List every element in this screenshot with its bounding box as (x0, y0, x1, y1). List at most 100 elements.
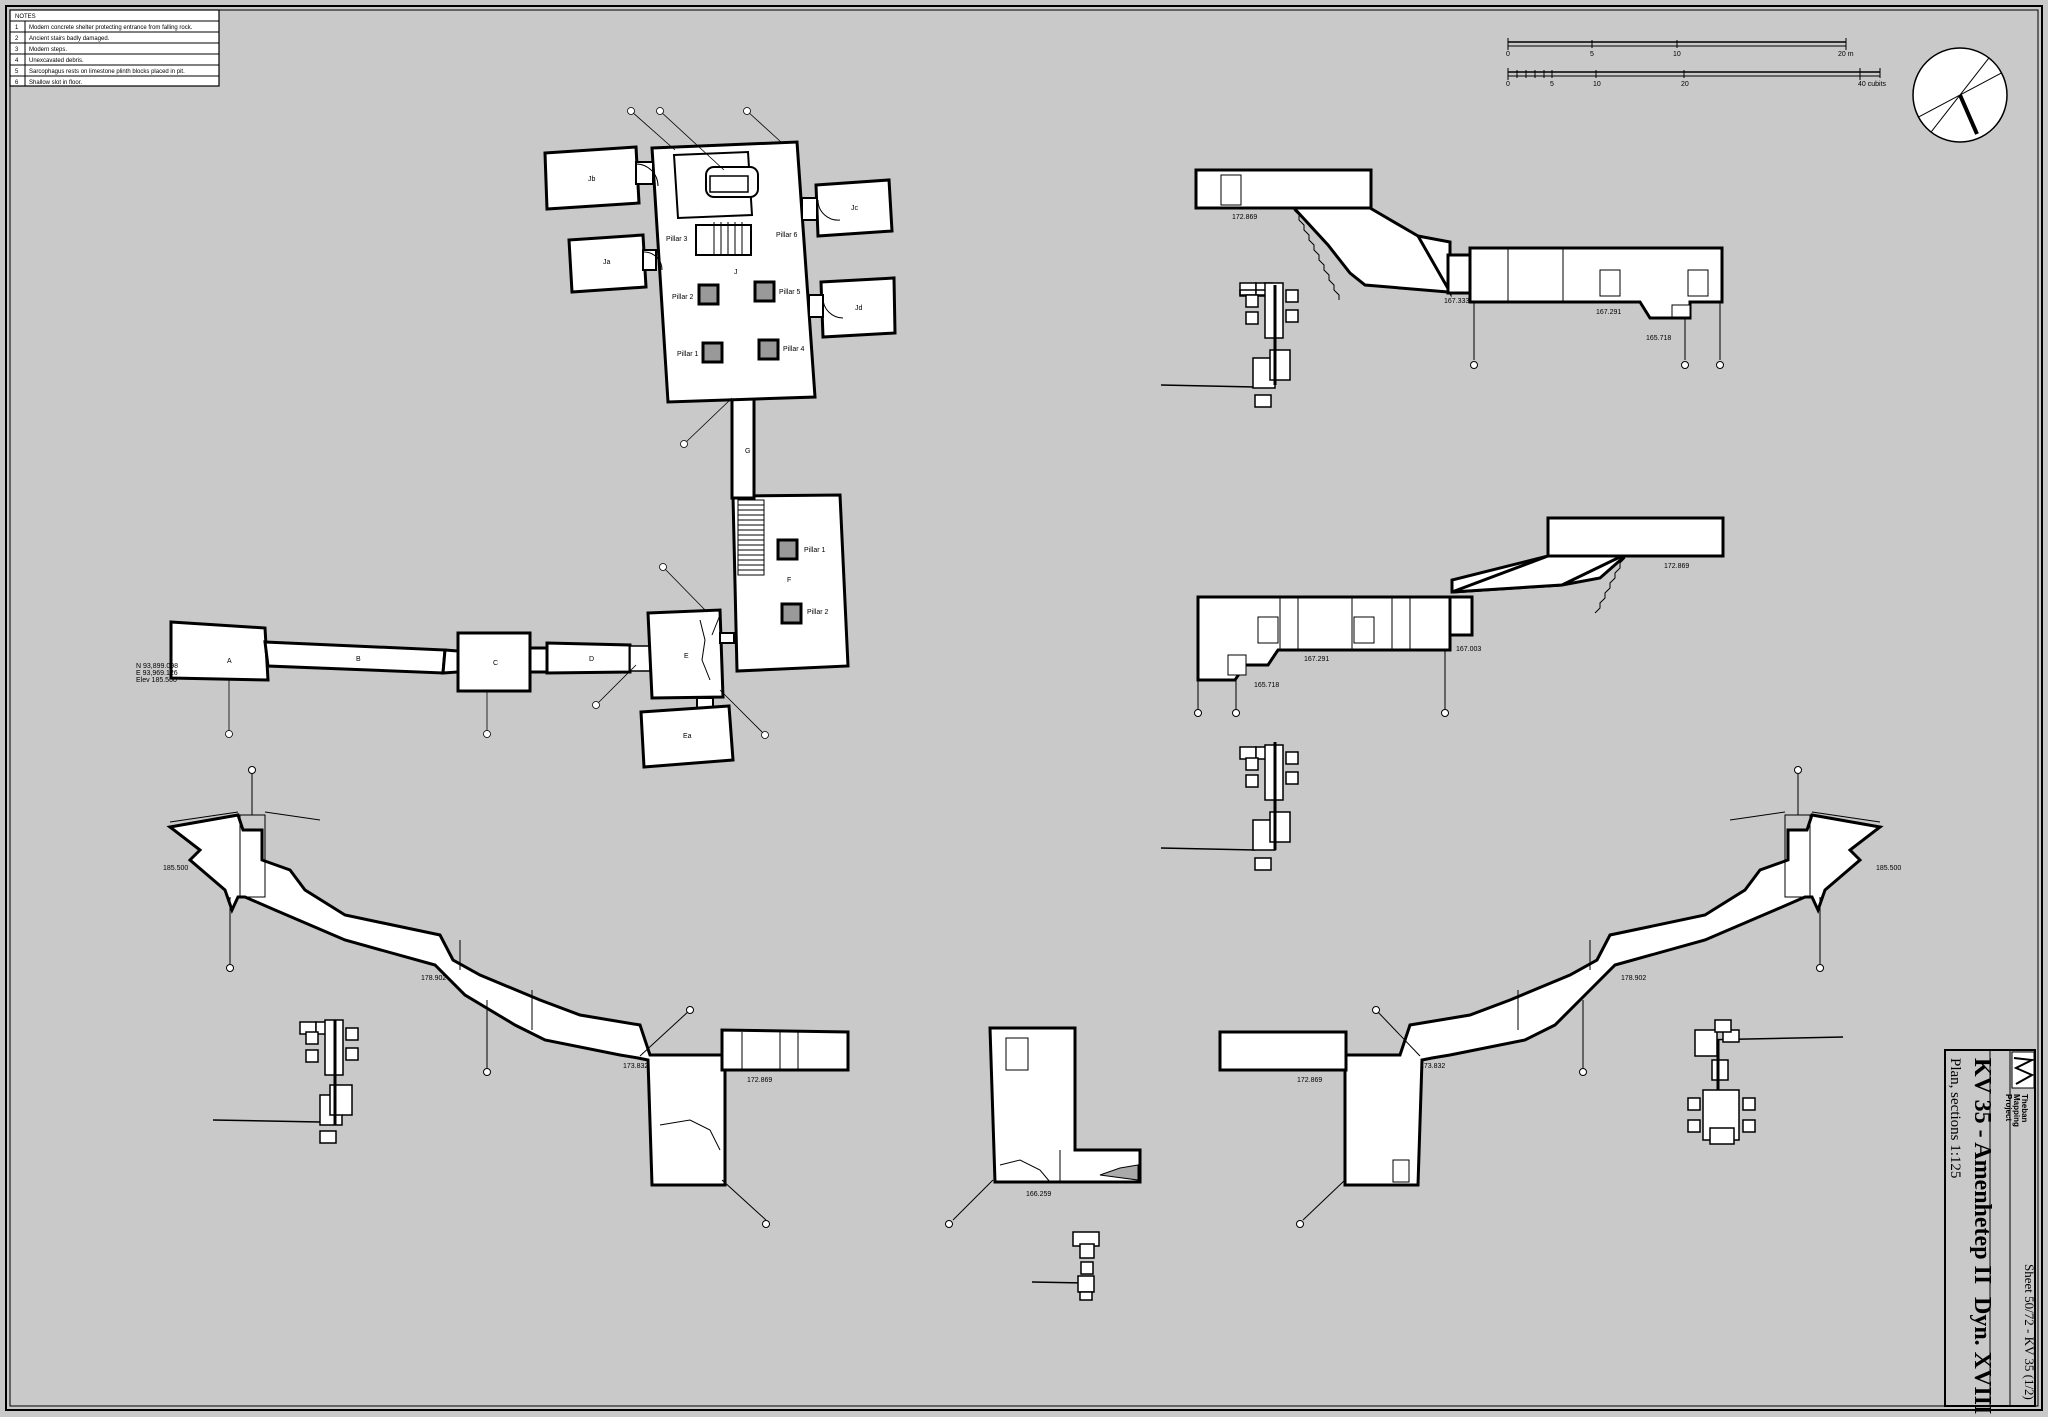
drawing-dynasty: Dyn. XVIII (1969, 1297, 1995, 1414)
plan-pillar (776, 538, 799, 561)
section1-elevation-label: 165.718 (1646, 335, 1671, 342)
logo-text-line: Theban (2020, 1094, 2029, 1123)
plan-label-e: E (684, 653, 689, 660)
note-text: Unexcavated debris. (29, 58, 84, 64)
section-2 (1196, 516, 1725, 682)
title-block: Theban Mapping Project KV 35 - Amenhetep… (1944, 1049, 2037, 1414)
section3-key-plan (212, 1019, 359, 1144)
section4-elevation-label: 166.259 (1026, 1191, 1051, 1198)
plan-label-c: C (493, 660, 498, 667)
scale-meters-tick: 20 m (1838, 51, 1854, 58)
plan-label-jd: Jd (855, 305, 863, 312)
plan-label-jc: Jc (851, 205, 859, 212)
drawing-subtitle: Plan, sections 1:125 (1947, 1058, 1963, 1178)
plan-label-pillar: Pillar 2 (807, 609, 829, 616)
scale-meters-tick: 5 (1590, 51, 1594, 58)
plan-pillar (701, 341, 724, 364)
logo-text-line: Mapping (2012, 1094, 2021, 1127)
scale-meters-tick: 0 (1506, 51, 1510, 58)
survey-point-north: N 93,899.098 (136, 663, 178, 670)
plan-label-pillar: Pillar 1 (677, 351, 699, 358)
section5-elevation-label: 178.902 (1621, 975, 1646, 982)
note-number: 6 (15, 80, 19, 86)
notes-header: NOTES (15, 14, 36, 20)
note-leaders (225, 107, 782, 739)
section1-elevation-label: 172.869 (1232, 214, 1257, 221)
section5-elevation-label: 172.869 (1297, 1077, 1322, 1084)
scale-bar-cubits: 0 5 10 20 40 cubits (1506, 68, 1887, 88)
plan-label-b: B (356, 656, 361, 663)
section-1 (1194, 168, 1724, 320)
north-arrow-icon (1912, 47, 2008, 143)
note-text: Sarcophagus rests on limestone plinth bl… (29, 69, 185, 75)
scale-cubits-tick: 40 cubits (1858, 81, 1887, 88)
drawing-title: KV 35 - Amenhetep II (1969, 1058, 1995, 1284)
section3-elevation-label: 172.869 (747, 1077, 772, 1084)
section2-key-plan (1160, 742, 1299, 871)
survey-point-east: E 93,969.126 (136, 670, 178, 677)
plan-label-jb: Jb (588, 176, 596, 183)
note-text: Ancient stairs badly damaged. (29, 36, 110, 42)
note-number: 1 (15, 25, 19, 31)
scale-bar-meters: 0 5 10 20 m (1506, 38, 1854, 58)
plan-label-ea: Ea (683, 733, 692, 740)
notes-table: NOTES 1 Modern concrete shelter protecti… (9, 9, 220, 87)
plan-corridor-g (730, 396, 756, 500)
note-number: 2 (15, 36, 19, 42)
section2-elevation-label: 165.718 (1254, 682, 1279, 689)
plan-pillar (697, 283, 720, 306)
survey-point-elevation: Elev 185.500 (136, 677, 177, 684)
note-text: Modern concrete shelter protecting entra… (29, 25, 193, 31)
scale-cubits-tick: 20 (1681, 81, 1689, 88)
tomb-plan (169, 140, 897, 769)
section5-elevation-label: 173.832 (1420, 1063, 1445, 1070)
note-text: Shallow slot in floor. (29, 80, 82, 86)
scale-cubits-tick: 0 (1506, 81, 1510, 88)
section1-key-plan (1160, 282, 1299, 408)
note-number: 4 (15, 58, 19, 64)
plan-room-e (646, 608, 725, 700)
plan-label-ja: Ja (603, 259, 611, 266)
plan-label-pillar: Pillar 2 (672, 294, 694, 301)
sheet-border (5, 5, 2043, 1411)
plan-corridor-d (545, 641, 632, 675)
section3-elevation-label: 178.902 (421, 975, 446, 982)
plan-pillar (757, 338, 780, 361)
plan-label-pillar: Pillar 4 (783, 346, 805, 353)
plan-stairs (713, 222, 765, 576)
plan-cracks (699, 614, 721, 681)
plan-label-g: G (745, 448, 750, 455)
plan-room-a (169, 620, 270, 682)
scale-cubits-tick: 10 (1593, 81, 1601, 88)
section1-elevation-label: 167.291 (1596, 309, 1621, 316)
section5-elevation-label: 185.500 (1876, 865, 1901, 872)
plan-room-ja (567, 233, 648, 294)
plan-label-f: F (787, 577, 791, 584)
plan-room-jd (819, 276, 897, 339)
note-text: Modern steps. (29, 47, 67, 53)
note-number: 3 (15, 47, 19, 53)
plan-label-pillar: Pillar 6 (776, 232, 798, 239)
plan-label-pillar: Pillar 5 (779, 289, 801, 296)
plan-pillar (780, 602, 803, 625)
scale-meters-tick: 10 (1673, 51, 1681, 58)
plan-pillar (753, 280, 776, 303)
section5-key-plan (1687, 1019, 1844, 1145)
section1-elevation-label: 167.333 (1444, 298, 1469, 305)
plan-room-c (456, 631, 532, 693)
section2-elevation-label: 172.869 (1664, 563, 1689, 570)
plan-room-ea (639, 704, 735, 769)
plan-label-pillar: Pillar 1 (804, 547, 826, 554)
note-number: 5 (15, 69, 19, 75)
logo-text-line: Project (2004, 1094, 2013, 1121)
plan-label-a: A (227, 658, 232, 665)
sheet-number: Sheet 50/72 - KV 35 (1/2) (2022, 1264, 2037, 1400)
section3-elevation-label: 185.500 (163, 865, 188, 872)
plan-labels: A B C D E Ea F G J Ja Jb Jc Jd Pillar 1 … (136, 176, 863, 740)
plan-door-swings (635, 163, 844, 319)
scale-cubits-tick: 5 (1550, 81, 1554, 88)
section3-elevation-label: 173.832 (623, 1063, 648, 1070)
plan-room-jb (543, 145, 641, 211)
plan-label-d: D (589, 656, 594, 663)
